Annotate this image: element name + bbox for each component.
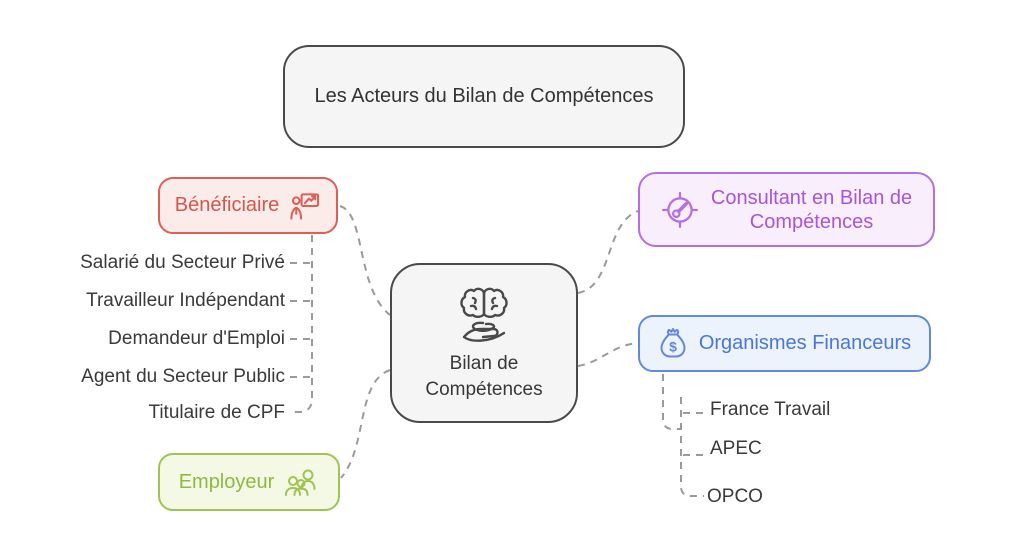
diagram-title-label: Les Acteurs du Bilan de Compétences xyxy=(314,85,654,107)
node-financeurs-label: Organismes Financeurs xyxy=(698,332,912,354)
leaf-travailleur-independant: Travailleur Indépendant xyxy=(86,290,285,311)
diagram-title: Les Acteurs du Bilan de Compétences xyxy=(283,45,685,148)
central-node-bilan: Bilan de Compétences xyxy=(390,263,578,423)
svg-text:$: $ xyxy=(669,339,677,355)
leaf-demandeur-emploi: Demandeur d'Emploi xyxy=(108,328,285,349)
central-label-line2: Compétences xyxy=(425,379,543,400)
central-label-line1: Bilan de xyxy=(449,353,519,374)
node-consultant-line2: Compétences xyxy=(749,210,874,233)
node-beneficiaire-label: Bénéficiaire xyxy=(174,194,280,216)
node-consultant-line1: Consultant en Bilan de xyxy=(710,186,913,209)
node-consultant: Consultant en Bilan de Compétences xyxy=(638,172,935,247)
node-employeur-label: Employeur xyxy=(178,470,275,493)
leaf-france-travail: France Travail xyxy=(710,399,831,420)
beneficiaire-items: Salarié du Secteur Privé Travailleur Ind… xyxy=(30,0,285,553)
financeur-items: France Travail APEC OPCO xyxy=(707,0,930,553)
connector-financeurs-trunk xyxy=(662,374,681,430)
connector-financeurs-branch xyxy=(680,397,704,497)
connector-center-employeur xyxy=(340,369,391,479)
leaf-salarie-secteur-prive: Salarié du Secteur Privé xyxy=(80,252,285,273)
node-beneficiaire: Bénéficiaire xyxy=(158,177,338,234)
leaf-agent-secteur-public: Agent du Secteur Public xyxy=(81,366,285,387)
central-node-label: Bilan de Compétences xyxy=(425,351,542,403)
connector-beneficiaire-center xyxy=(339,205,391,316)
leaf-titulaire-cpf: Titulaire de CPF xyxy=(148,402,285,423)
connector-beneficiaire-trunk xyxy=(291,235,313,413)
leaf-opco: OPCO xyxy=(707,486,763,507)
money-bag-icon: $ xyxy=(660,328,686,358)
node-consultant-label: Consultant en Bilan de Compétences xyxy=(711,186,912,234)
connector-center-consultant xyxy=(577,210,639,294)
leaf-apec: APEC xyxy=(710,438,762,459)
node-financeurs: $ Organismes Financeurs xyxy=(638,315,931,372)
presenter-chart-icon xyxy=(290,192,320,220)
team-icon xyxy=(285,469,316,496)
node-employeur: Employeur xyxy=(158,453,340,511)
brain-in-hand-icon xyxy=(460,287,508,342)
connector-center-financeurs xyxy=(577,342,639,367)
compass-target-icon xyxy=(661,191,698,228)
